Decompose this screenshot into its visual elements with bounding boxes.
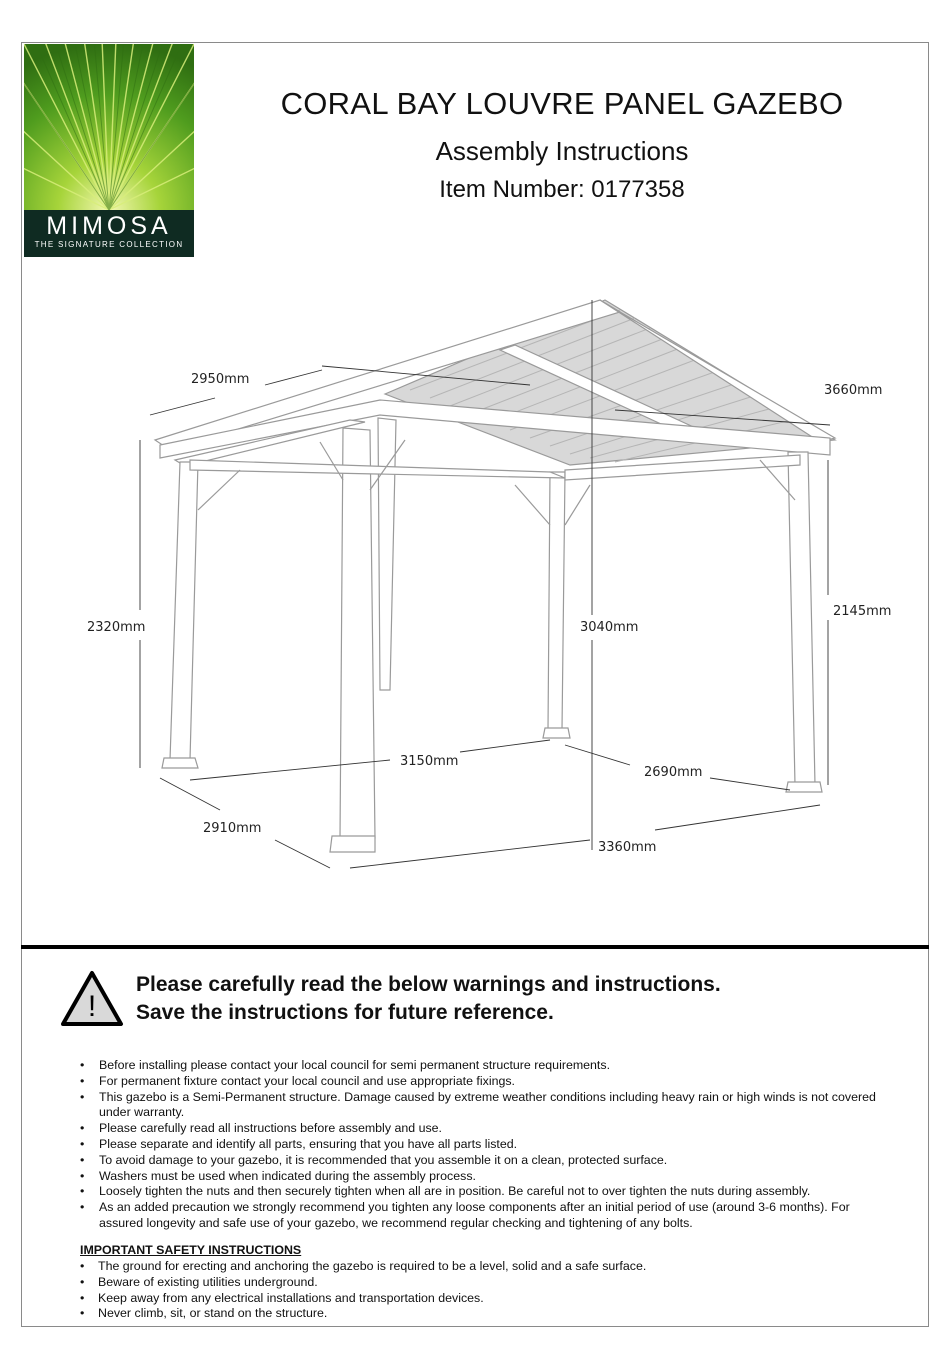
product-title: CORAL BAY LOUVRE PANEL GAZEBO xyxy=(280,86,844,121)
dim-base-outer-front: 3360mm xyxy=(598,840,657,855)
list-item: The ground for erecting and anchoring th… xyxy=(80,1259,890,1275)
dim-roof-depth: 3660mm xyxy=(824,383,883,398)
logo-text-block: MIMOSA THE SIGNATURE COLLECTION xyxy=(24,210,194,257)
instructions-list: Before installing please contact your lo… xyxy=(80,1058,890,1232)
warning-line-2: Save the instructions for future referen… xyxy=(136,1001,554,1024)
list-item: Washers must be used when indicated duri… xyxy=(80,1169,890,1185)
gazebo-illustration xyxy=(139,299,837,869)
list-item: Before installing please contact your lo… xyxy=(80,1058,890,1074)
list-item: Please carefully read all instructions b… xyxy=(80,1121,890,1137)
safety-heading: IMPORTANT SAFETY INSTRUCTIONS xyxy=(80,1243,302,1257)
warning-heading: Please carefully read the below warnings… xyxy=(136,971,721,1027)
dim-base-inner-width: 3150mm xyxy=(400,754,459,769)
list-item: To avoid damage to your gazebo, it is re… xyxy=(80,1153,890,1169)
dim-roof-width: 2950mm xyxy=(191,372,250,387)
list-item: For permanent fixture contact your local… xyxy=(80,1074,890,1090)
brand-logo: MIMOSA THE SIGNATURE COLLECTION xyxy=(24,44,194,257)
warning-triangle-icon: ! xyxy=(60,970,124,1028)
document-subtitle: Assembly Instructions xyxy=(435,136,689,166)
list-item: Never climb, sit, or stand on the struct… xyxy=(80,1306,890,1322)
dim-base-inner-depth: 2690mm xyxy=(644,765,703,780)
item-number: Item Number: 0177358 xyxy=(439,176,685,203)
brand-name: MIMOSA xyxy=(46,212,172,240)
warning-line-1: Please carefully read the below warnings… xyxy=(136,973,721,996)
dim-base-outer-left: 2910mm xyxy=(203,821,262,836)
brand-tagline: THE SIGNATURE COLLECTION xyxy=(34,240,184,249)
section-divider xyxy=(21,945,929,949)
gazebo-diagram: 2950mm 3660mm 2320mm 3040mm 2145mm 3150m… xyxy=(60,290,910,880)
palm-leaf-graphic xyxy=(24,44,194,210)
safety-list: The ground for erecting and anchoring th… xyxy=(80,1259,890,1322)
page-frame xyxy=(21,42,929,1327)
svg-text:!: ! xyxy=(88,990,96,1023)
list-item: Keep away from any electrical installati… xyxy=(80,1291,890,1307)
dim-post-height-left: 2320mm xyxy=(87,620,146,635)
list-item: Beware of existing utilities underground… xyxy=(80,1275,890,1291)
dim-post-height-right: 2145mm xyxy=(833,604,892,619)
list-item: As an added precaution we strongly recom… xyxy=(80,1200,890,1232)
dim-overall-height: 3040mm xyxy=(580,620,639,635)
list-item: Loosely tighten the nuts and then secure… xyxy=(80,1184,890,1200)
list-item: This gazebo is a Semi-Permanent structur… xyxy=(80,1090,890,1122)
list-item: Please separate and identify all parts, … xyxy=(80,1137,890,1153)
